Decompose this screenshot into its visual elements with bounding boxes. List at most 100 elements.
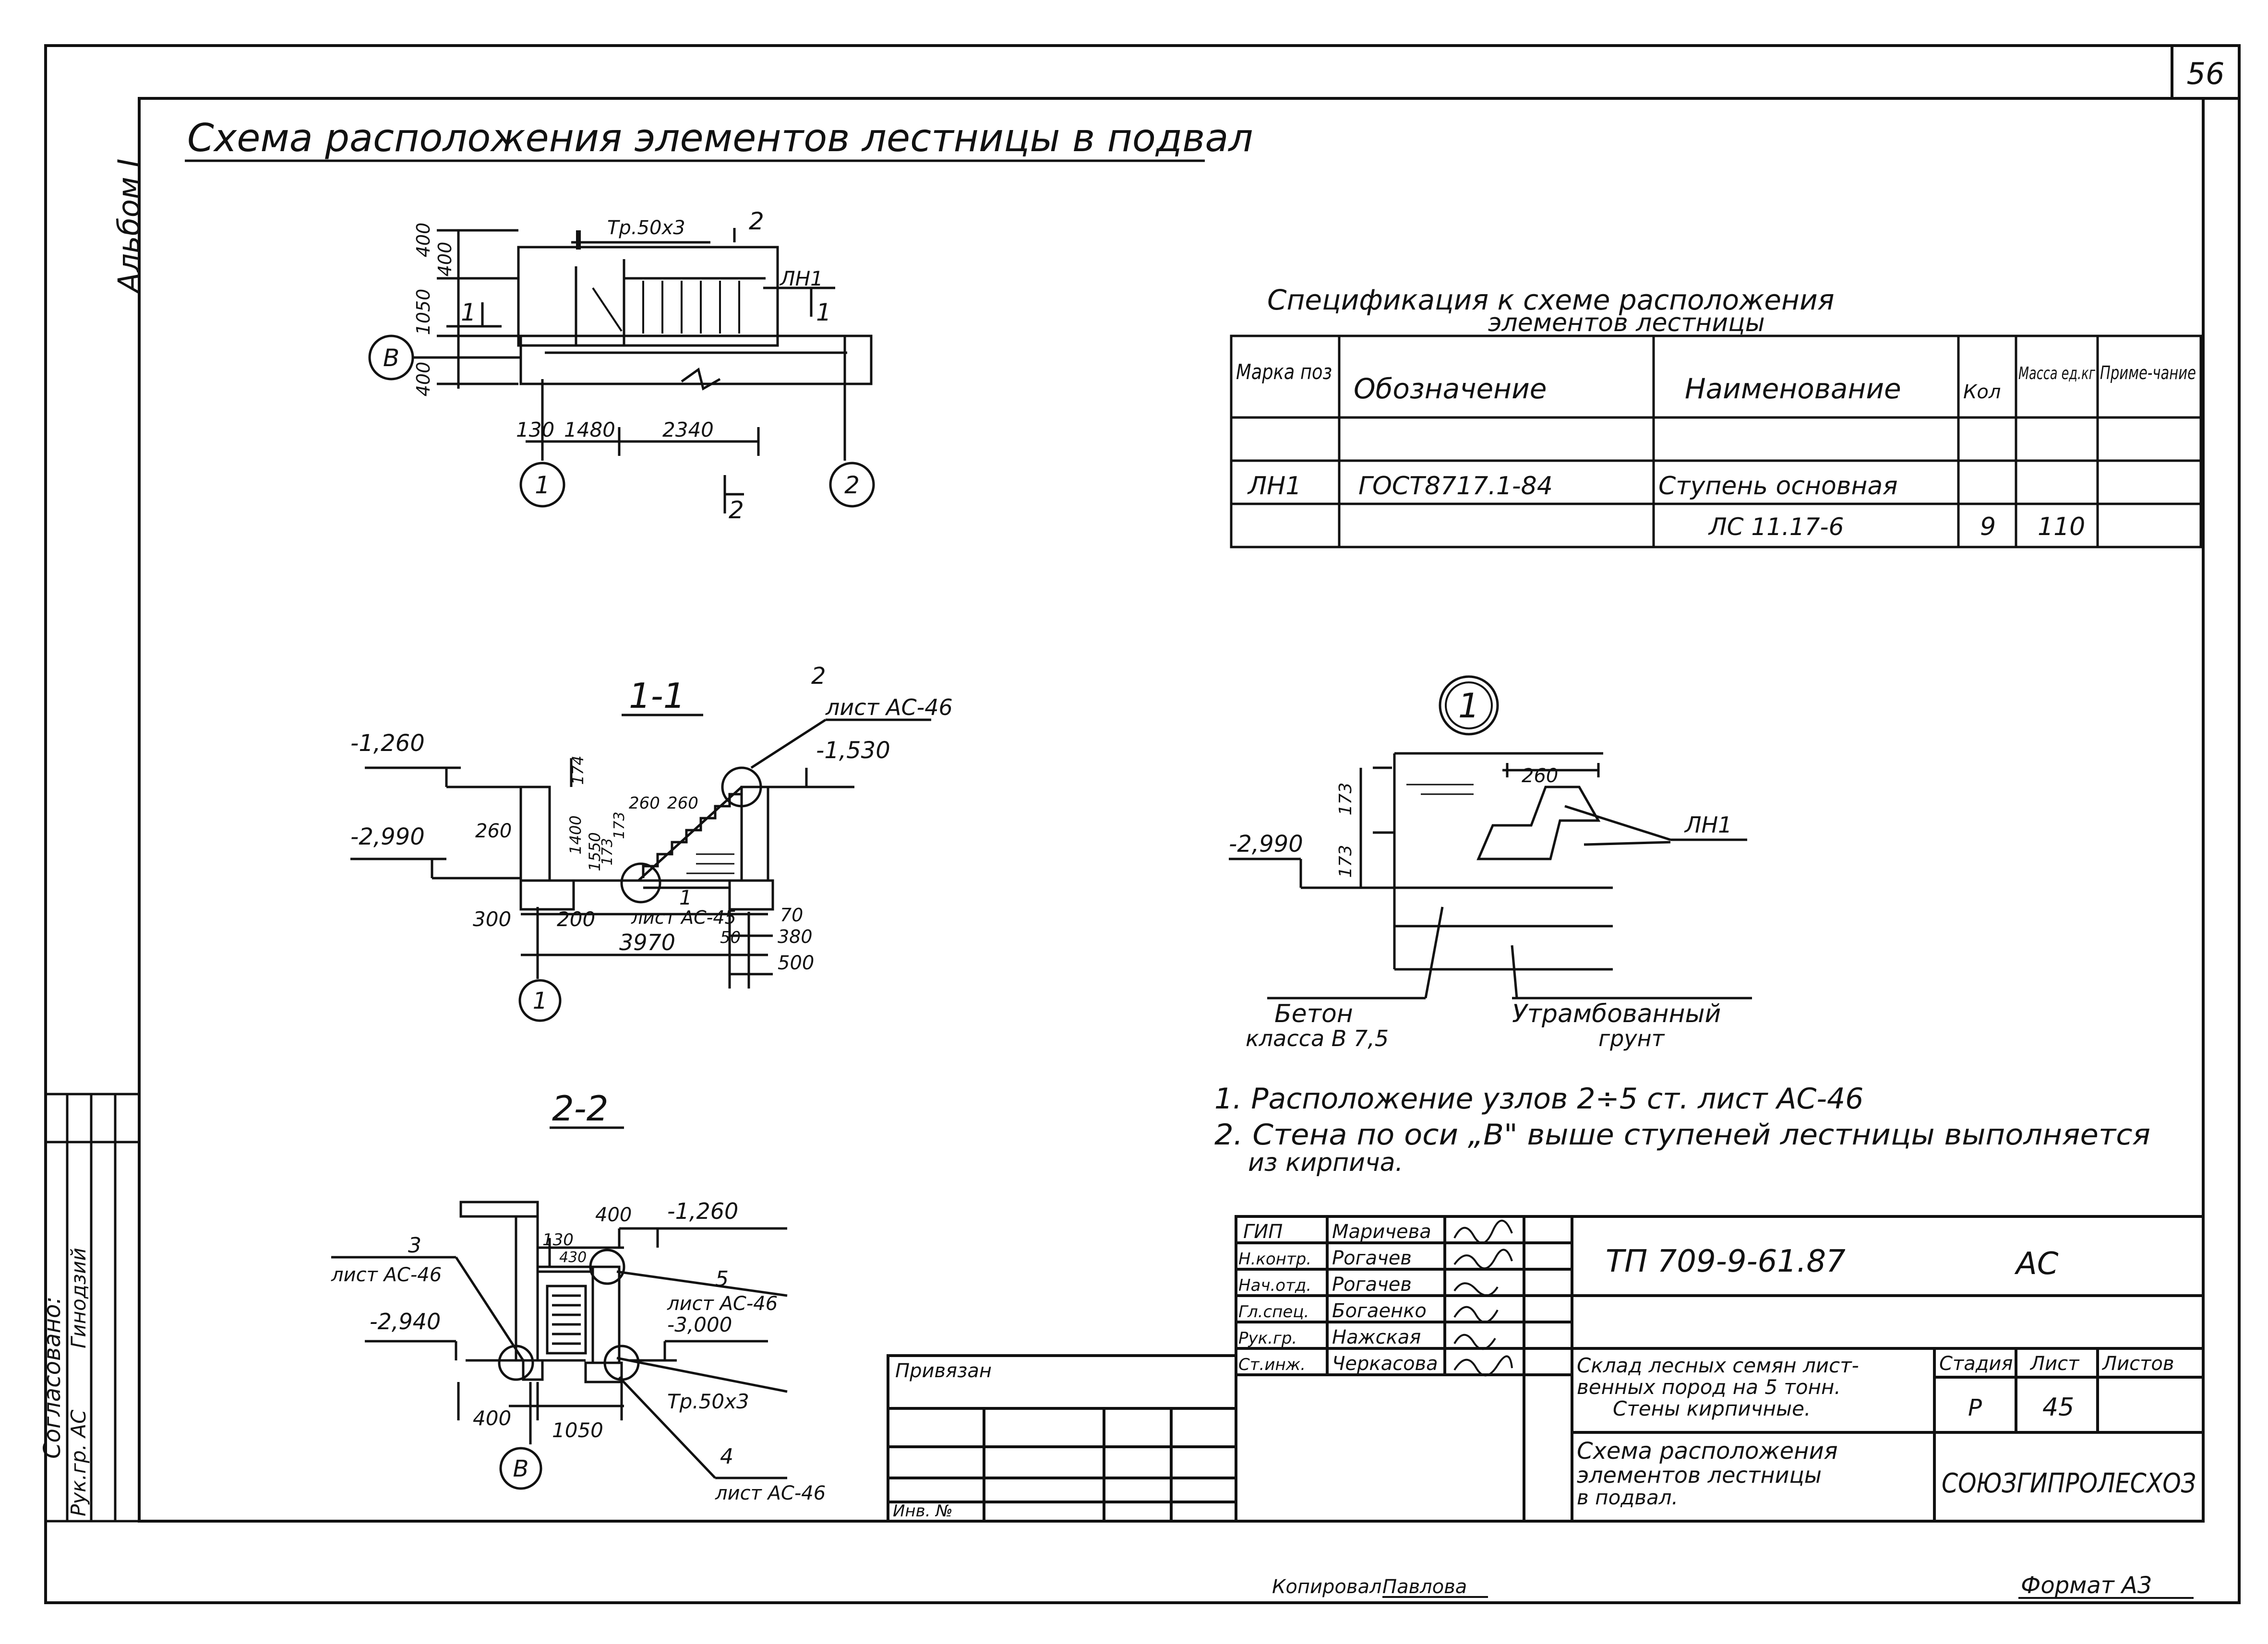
project-line3: Стены кирпичные.	[1613, 1397, 1811, 1420]
staff-role-5: Рук.гр.	[1238, 1329, 1297, 1348]
section-1-1-node1: 1	[679, 886, 692, 909]
spec-title-line2: элементов лестницы	[1488, 309, 1765, 337]
staff-role-3: Нач.отд.	[1238, 1276, 1311, 1295]
staff-name-2: Рогачев	[1332, 1247, 1412, 1269]
node-1-detail: 1	[1229, 675, 1752, 1051]
section-1-1-title: 1-1	[629, 676, 685, 716]
spec-header-note: Приме-чание	[2100, 362, 2196, 383]
drawing-line1: Схема расположения	[1577, 1438, 1838, 1465]
sheet-value: 45	[2042, 1393, 2074, 1422]
section-1-1: 1-1	[350, 663, 953, 1022]
section-2-2-title: 2-2	[552, 1088, 609, 1129]
approval-name: Гинодзий	[67, 1248, 90, 1348]
signatures	[1453, 1219, 1513, 1377]
bound-label: Привязан	[895, 1360, 992, 1382]
staff-role-4: Гл.спец.	[1238, 1302, 1309, 1322]
plan-section-mark-left: 1	[461, 298, 476, 326]
section-2-2: 2-2	[331, 1088, 826, 1504]
doc-code: ТП 709-9-61.87	[1606, 1244, 1846, 1279]
copied-label: Копировал	[1272, 1576, 1382, 1598]
spec-row2-qty: 9	[1980, 512, 1996, 541]
project-line2: венных пород на 5 тонн.	[1577, 1375, 1841, 1399]
album-label: Альбом I	[111, 158, 146, 295]
section-2-2-node5: 5	[715, 1267, 729, 1291]
drawing-line2: элементов лестницы	[1577, 1462, 1822, 1488]
section-2-2-level-top: -1,260	[667, 1198, 738, 1224]
plan-axis-2: 2	[844, 471, 860, 499]
section-1-1-dim-500: 500	[778, 952, 814, 974]
sheet-header: Лист	[2029, 1353, 2080, 1375]
project-line1: Склад лесных семян лист-	[1577, 1354, 1859, 1377]
node-1-soil-line2: грунт	[1598, 1025, 1665, 1051]
node-1-dim-left-2: 173	[1336, 845, 1356, 878]
section-1-1-dim-1550: 1550	[586, 832, 604, 871]
section-2-2-dim-400-top: 400	[595, 1204, 632, 1226]
node-1-label: 1	[1458, 686, 1480, 726]
plan-dim-bottom-3: 2340	[662, 418, 714, 441]
section-1-1-level-bottom: -2,990	[350, 823, 425, 850]
section-1-1-dim-260a: 260	[629, 794, 660, 813]
spec-row1-mark: ЛН1	[1247, 472, 1301, 500]
plan-dim-left-2: 400	[413, 223, 434, 258]
section-2-2-node5-sheet: лист АС-46	[667, 1293, 778, 1315]
section-2-2-node4-sheet: лист АС-46	[715, 1482, 826, 1504]
staff-name-6: Черкасова	[1332, 1353, 1438, 1375]
section-1-1-node-sheet: лист АС-46	[825, 694, 953, 720]
section-1-1-dim-260b: 260	[667, 794, 698, 813]
staff-role-6: Ст.инж.	[1238, 1355, 1306, 1374]
section-1-1-dim-200: 200	[557, 907, 595, 931]
section-2-2-level-left: -2,940	[370, 1309, 441, 1334]
plan-dim-left-3: 1050	[413, 289, 434, 335]
spec-row2-name: ЛС 11.17-6	[1708, 513, 1844, 541]
section-2-2-node3-sheet: лист АС-46	[331, 1264, 442, 1286]
section-2-2-dim-1050: 1050	[552, 1418, 603, 1442]
doc-mark: АС	[2014, 1246, 2059, 1282]
plan-dim-bottom-1: 130	[516, 418, 554, 441]
note-3: из кирпича.	[1248, 1148, 1403, 1177]
section-1-1-dim-173a: 173	[611, 811, 628, 839]
node-1-concrete-line1: Бетон	[1274, 1000, 1353, 1028]
staff-name-3: Рогачев	[1332, 1274, 1412, 1296]
section-2-2-dim-430: 430	[559, 1249, 587, 1266]
plan-dim-left-4: 400	[413, 362, 434, 397]
plan-section-mark-2-top: 2	[749, 207, 764, 235]
spec-row2-mass: 110	[2038, 512, 2085, 541]
approval-role: Рук.гр. АС	[67, 1409, 90, 1516]
plan-axis-1: 1	[535, 471, 550, 499]
sheets-header: Листов	[2101, 1353, 2174, 1375]
node-1-dim-left-1: 173	[1336, 783, 1356, 816]
page-title: Схема расположения элементов лестницы в …	[187, 116, 1253, 160]
staff-name-4: Богаенко	[1332, 1300, 1427, 1322]
section-2-2-dim-130: 130	[542, 1230, 574, 1250]
spec-title-line1: Спецификация к схеме расположения	[1267, 284, 1835, 316]
stage-value: Р	[1968, 1394, 1982, 1421]
section-2-2-node3: 3	[408, 1233, 421, 1258]
plan-element-label: ЛН1	[779, 267, 823, 290]
section-1-1-dim-260c: 260	[475, 820, 512, 842]
node-1-concrete-line2: класса В 7,5	[1246, 1025, 1389, 1051]
spec-header-name: Наименование	[1685, 372, 1901, 405]
section-2-2-dim-400-bottom: 400	[473, 1406, 511, 1430]
approval-label: Согласовано:	[39, 1296, 66, 1459]
section-1-1-level-right: -1,530	[816, 737, 890, 764]
approval-box: Согласовано: Рук.гр. АС Гинодзий	[39, 1093, 141, 1523]
section-1-1-dim-3970: 3970	[619, 929, 675, 955]
spec-header-mass: Масса ед.кг	[2018, 364, 2096, 383]
node-1-element: ЛН1	[1684, 812, 1732, 838]
section-1-1-level-left: -1,260	[350, 730, 425, 757]
section-1-1-dim-1400: 1400	[566, 815, 585, 854]
spec-row1-designation: ГОСТ8717.1-84	[1358, 472, 1553, 500]
spec-header-mark: Марка поз	[1236, 360, 1332, 384]
section-1-1-dim-380: 380	[778, 926, 813, 947]
drawing-line3: в подвал.	[1577, 1486, 1678, 1509]
stage-header: Стадия	[1939, 1353, 2013, 1375]
staff-name-1: Маричева	[1332, 1221, 1431, 1243]
copied-by: Павлова	[1382, 1576, 1467, 1598]
organization: СОЮЗГИПРОЛЕСХОЗ	[1942, 1468, 2196, 1499]
plan-dim-bottom-2: 1480	[564, 418, 615, 441]
title-block: ГИП Маричева Н.контр. Рогачев Нач.отд. Р…	[887, 1215, 2205, 1523]
stair-plan: 400 400 1050 400 1 1 Тр.50х3 2 ЛН1 В 130…	[368, 207, 875, 524]
section-2-2-axis: В	[513, 1455, 529, 1482]
spec-header-designation: Обозначение	[1354, 372, 1547, 405]
plan-axis-b: В	[383, 344, 399, 372]
